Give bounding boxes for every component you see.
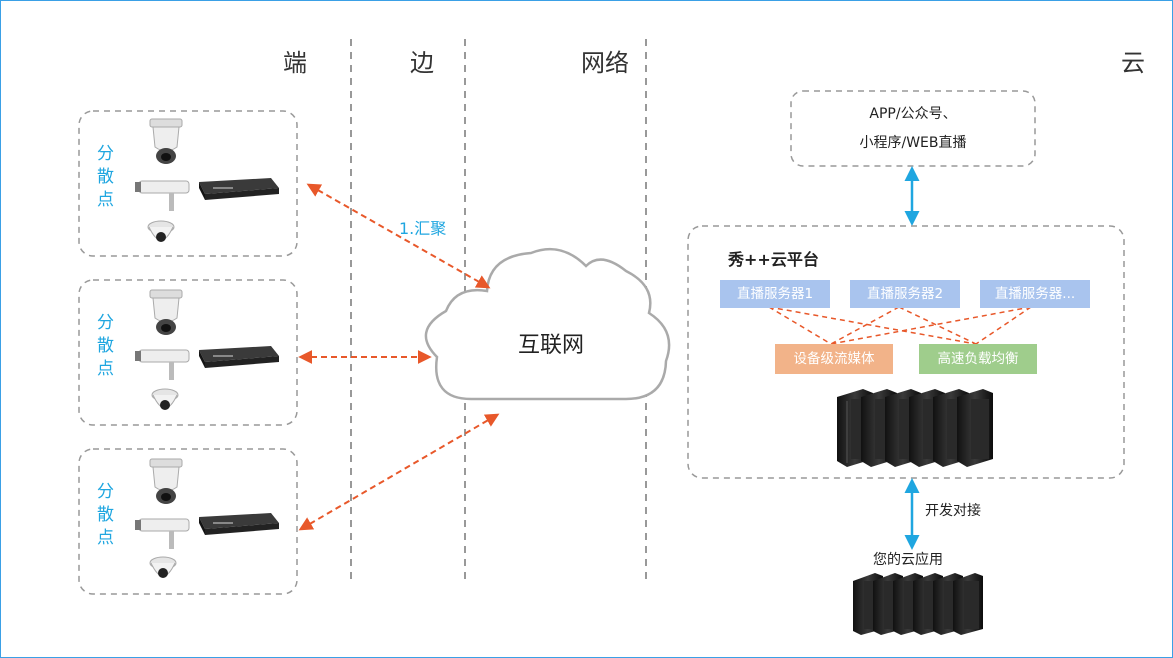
live-server-box: 直播服务器1: [720, 280, 830, 308]
nvr-recorder-icon: [199, 513, 279, 535]
ptz-camera-icon: [149, 289, 183, 335]
internet-cloud-shape: [424, 247, 671, 401]
site-box-2: [78, 279, 298, 426]
site-box-3: [78, 448, 298, 595]
integration-label: 开发对接: [925, 503, 981, 519]
bullet-camera-icon: [135, 349, 190, 380]
column-title-network: 网络: [581, 49, 629, 77]
column-title-edge: 边: [410, 49, 434, 77]
app-box-line1: APP/公众号、: [869, 106, 957, 122]
ptz-camera-icon: [149, 458, 183, 504]
site-label: 分散点: [97, 144, 114, 210]
load-balancer-module: 高速负载均衡: [919, 344, 1037, 374]
live-server-box: 直播服务器...: [980, 280, 1090, 308]
app-box-line2: 小程序/WEB直播: [859, 135, 967, 151]
bullet-camera-icon: [135, 180, 190, 211]
ptz-camera-icon: [149, 118, 183, 164]
cloud-app-label: 您的云应用: [873, 552, 943, 568]
column-title-cloud: 云: [1121, 49, 1145, 77]
server-rack-cluster-icon: [837, 389, 993, 467]
dome-camera-icon: [149, 556, 177, 578]
site-label: 分散点: [97, 482, 114, 548]
arrow-site3-internet: [298, 413, 500, 531]
bullet-camera-icon: [135, 518, 190, 549]
server-module-connectors: [768, 306, 1032, 345]
site-label: 分散点: [97, 313, 114, 379]
nvr-recorder-icon: [199, 346, 279, 368]
dome-camera-icon: [151, 388, 179, 410]
internet-label: 互联网: [518, 333, 585, 358]
arrow-site1-internet: [306, 183, 491, 289]
column-title-end: 端: [283, 49, 307, 77]
site-box-1: [78, 110, 298, 257]
streaming-media-module: 设备级流媒体: [775, 344, 893, 374]
nvr-recorder-icon: [199, 178, 279, 200]
aggregation-label: 1.汇聚: [399, 219, 447, 238]
dome-camera-icon: [147, 220, 175, 242]
platform-title: 秀++云平台: [728, 250, 819, 269]
cloud-app-server-icon: [853, 573, 983, 635]
live-server-box: 直播服务器2: [850, 280, 960, 308]
platform-box: [687, 225, 1125, 479]
